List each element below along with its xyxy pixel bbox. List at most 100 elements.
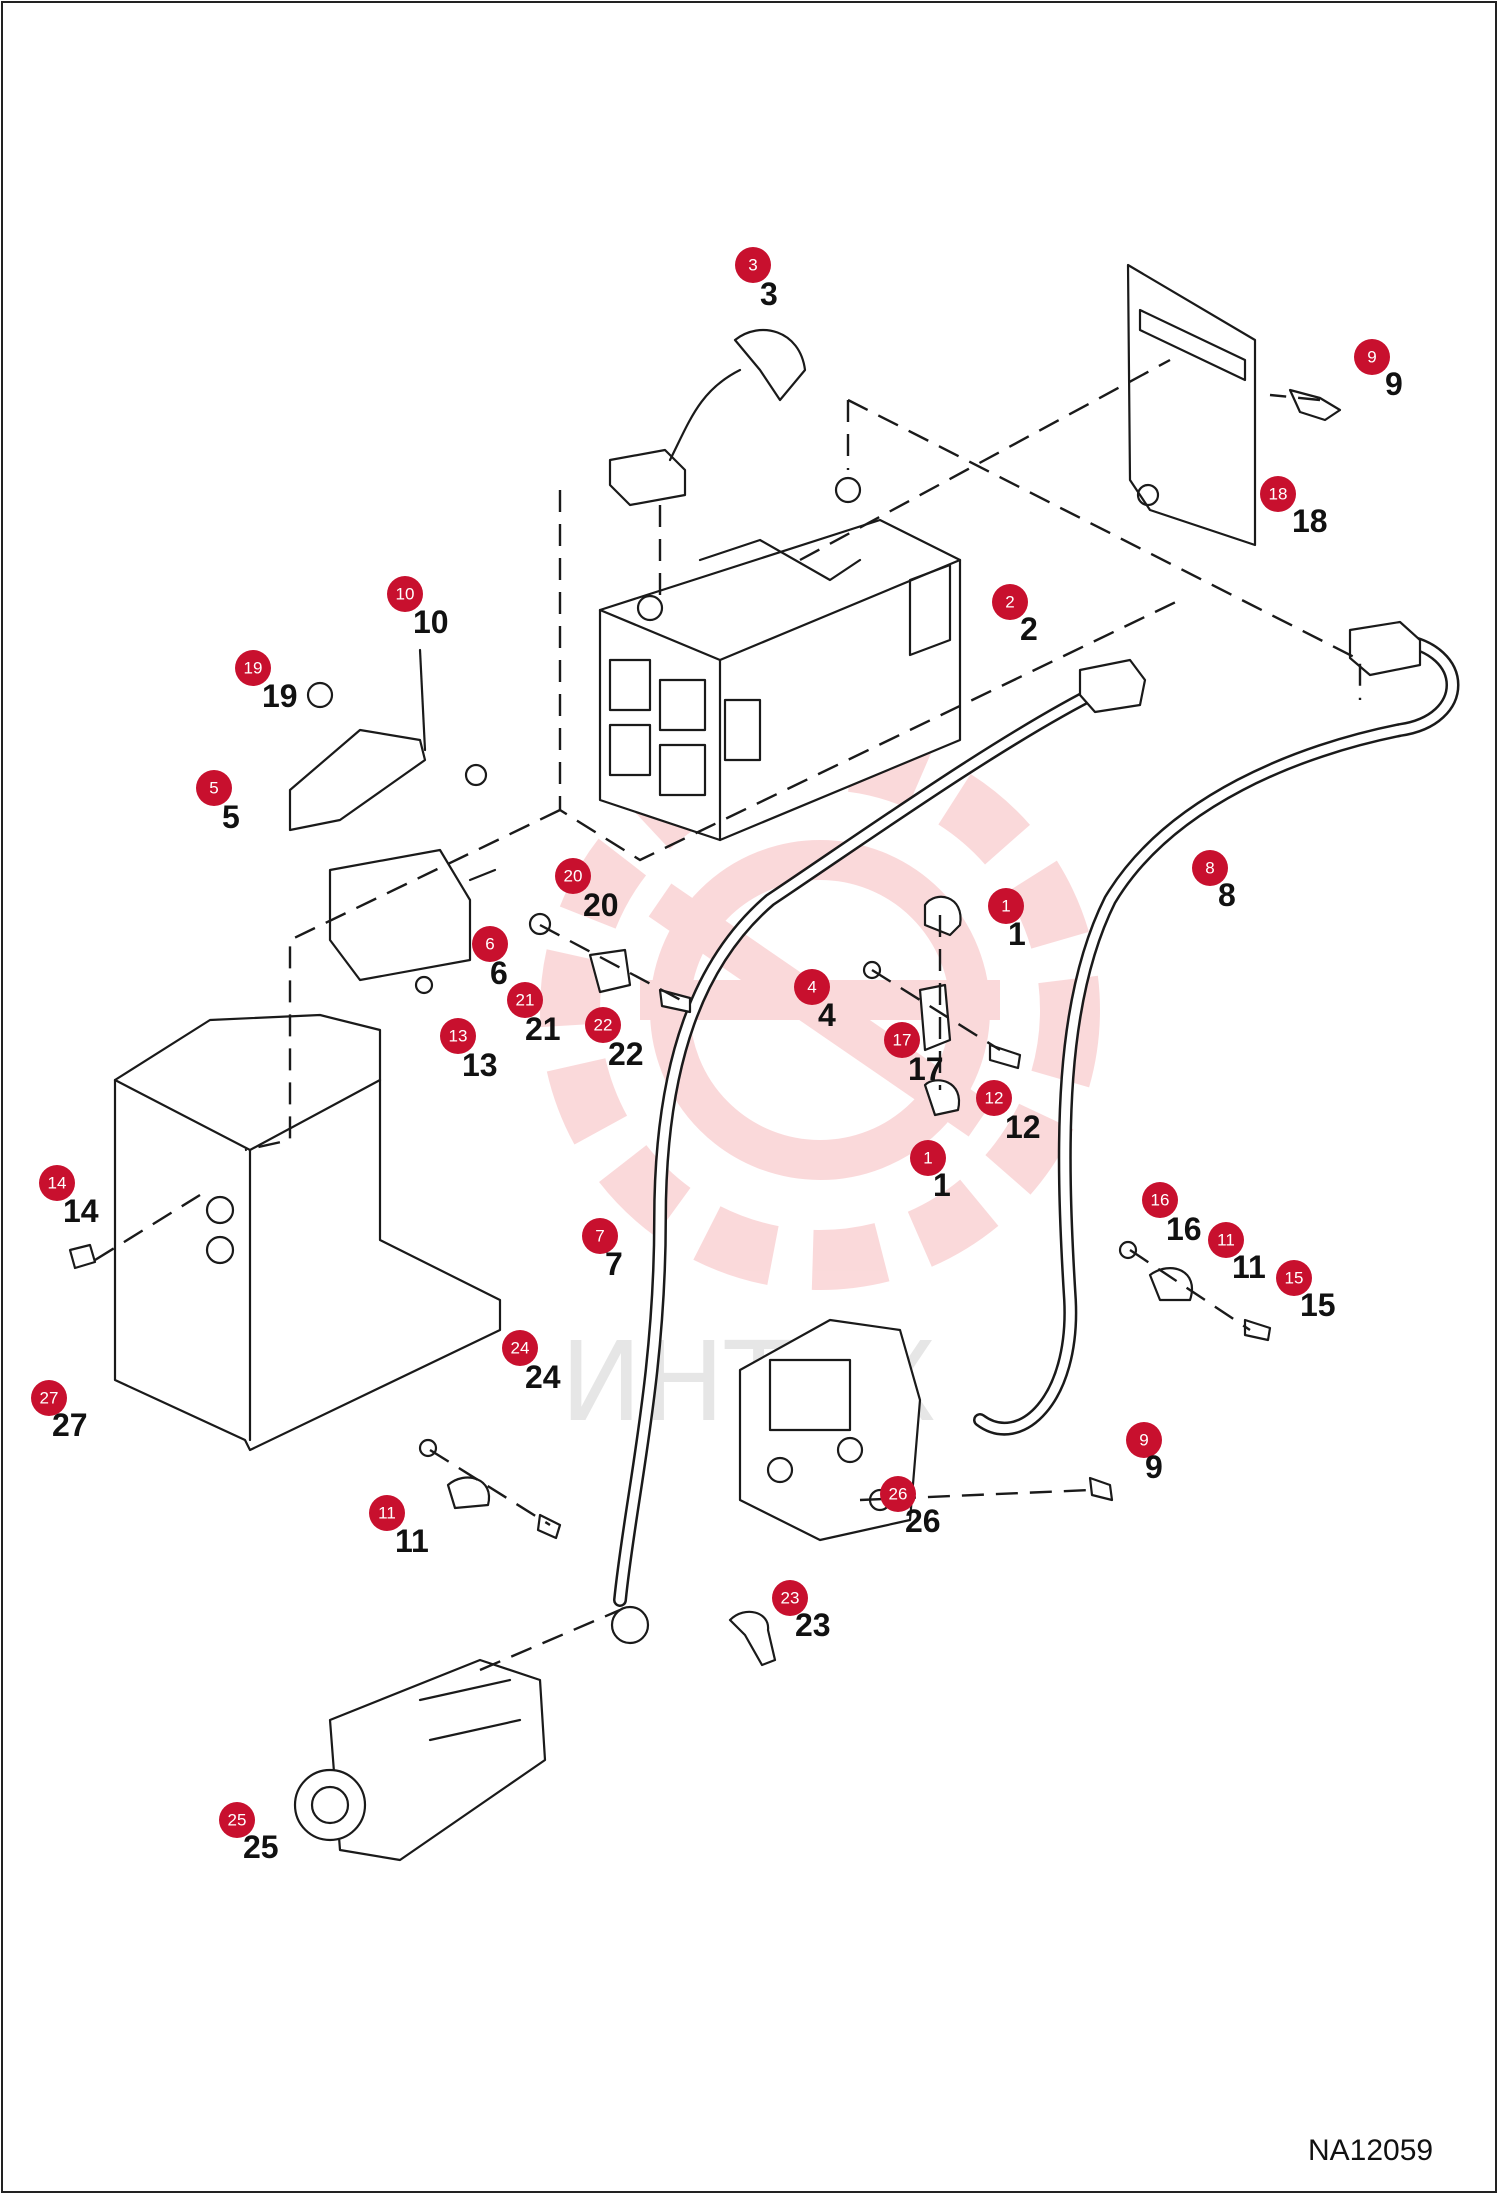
callout-badge [1126,1422,1162,1458]
callout-badge [1276,1260,1312,1296]
callout-badge [910,1140,946,1176]
callout-badge [1354,339,1390,375]
callout-badge-number: 7 [595,1227,604,1246]
callout-badge-number: 19 [244,659,263,678]
callout-badge [235,650,271,686]
callout-badge-number: 5 [209,779,218,798]
callout-badge [735,247,771,283]
callout-badge [988,888,1024,924]
callout-label: 1 [933,1167,951,1203]
bracket-plate-part [1126,263,1257,547]
callout-badge-number: 11 [378,1504,396,1523]
callout-badge [507,982,543,1018]
callout-label: 11 [1232,1249,1266,1285]
callout-1: 11 [988,888,1026,952]
callout-badge-number: 15 [1285,1269,1304,1288]
cable-7-part [610,658,1147,1645]
callout-label: 23 [795,1607,831,1643]
callout-label: 11 [395,1523,429,1559]
callout-badge-number: 4 [807,978,816,997]
relay-assembly-part [288,648,497,995]
callout-label: 19 [262,678,298,714]
bolt-14-part [68,1243,97,1270]
callout-badge-number: 23 [781,1589,800,1608]
assembly-lines [94,358,1362,1672]
callout-badge-number: 21 [516,991,535,1010]
bolt-9-part [1288,388,1342,422]
callout-badge-number: 9 [1139,1431,1148,1450]
callout-badge [585,1007,621,1043]
drawing-reference: NA12059 [1308,2134,1433,2167]
callout-label: 7 [605,1246,623,1282]
callout-label: 15 [1300,1287,1336,1323]
callout-label: 10 [413,604,449,640]
callout-label: 21 [525,1011,561,1047]
callout-label: 13 [462,1047,498,1083]
callout-badge-number: 26 [889,1485,908,1504]
callout-7: 77 [582,1218,623,1282]
cable-8-part [973,620,1460,1436]
callout-badge-number: 24 [511,1339,530,1358]
callout-badge-number: 17 [893,1031,912,1050]
callout-badge [369,1495,405,1531]
engine-block-part [738,1318,922,1542]
callout-9: 99 [1126,1422,1163,1485]
callout-label: 16 [1166,1211,1202,1247]
callout-badge-number: 18 [1269,485,1288,504]
callout-8: 88 [1192,850,1236,913]
terminal-cover-part [608,328,807,507]
callout-badge-number: 25 [228,1811,247,1830]
callout-9: 99 [1354,339,1403,402]
callout-label: 12 [1005,1109,1041,1145]
callout-badge-number: 20 [564,867,583,886]
callout-badge [502,1330,538,1366]
callout-label: 20 [583,887,619,923]
callout-label: 9 [1385,366,1403,402]
callout-4: 44 [794,969,836,1033]
callout-badge [772,1580,808,1616]
callout-badge-number: 27 [40,1389,59,1408]
callout-label: 24 [525,1359,561,1395]
sensor-23-part [728,1610,777,1667]
callout-badge-number: 10 [396,585,415,604]
callout-label: 1 [1008,916,1026,952]
callout-badge-number: 16 [1151,1191,1170,1210]
battery-part [598,476,962,842]
callout-badge [884,1022,920,1058]
callout-badge-number: 2 [1005,593,1014,612]
callout-6: 66 [472,926,508,991]
callout-badge [440,1018,476,1054]
callout-label: 5 [222,799,240,835]
callout-1: 11 [910,1140,951,1203]
callout-badge [472,926,508,962]
callout-badge [1142,1182,1178,1218]
callout-badge-number: 3 [748,256,757,275]
callout-badge [880,1476,916,1512]
callout-label: 14 [63,1193,99,1229]
callout-badge [582,1218,618,1254]
callout-label: 8 [1218,877,1236,913]
callout-2: 22 [992,584,1038,647]
callout-badge-number: 6 [485,935,494,954]
callout-label: 2 [1020,611,1038,647]
callout-badge-number: 9 [1367,348,1376,367]
callout-badge-number: 14 [48,1174,67,1193]
callout-badge [31,1380,67,1416]
callout-badge [196,770,232,806]
callout-badge-number: 11 [1217,1231,1235,1250]
bolt-9-lower-part [1088,1476,1114,1502]
callout-badge [219,1802,255,1838]
callout-badge [555,858,591,894]
